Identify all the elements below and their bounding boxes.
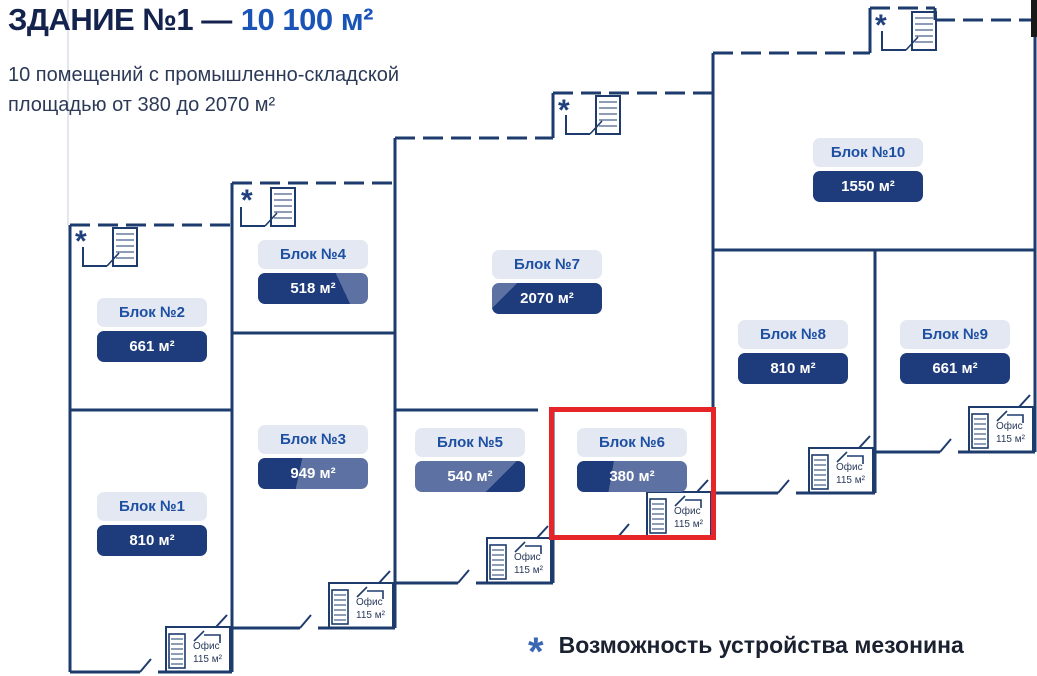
office-label-text: Офис [193, 641, 220, 652]
block-badge-2[interactable]: Блок №2 661 м² [97, 298, 207, 362]
block-name: Блок №2 [97, 298, 207, 327]
office-label-text: Офис [836, 462, 863, 473]
block-name: Блок №7 [492, 250, 602, 279]
block-area: 1550 м² [813, 171, 923, 202]
mezzanine-legend: * Возможность устройства мезонина [528, 630, 964, 674]
block-area: 380 м² [577, 461, 687, 492]
drawing-edge-mark [1031, 0, 1037, 37]
office-label-text: Офис [356, 597, 383, 608]
block-name: Блок №3 [258, 425, 368, 454]
office-label-text: Офис [674, 506, 701, 517]
entrance-unit-block10 [881, 11, 937, 51]
entrance-unit-block2 [82, 227, 138, 267]
block-badge-6[interactable]: Блок №6 380 м² [577, 428, 687, 492]
page-title-area: 10 100 м² [240, 2, 374, 37]
office-label-block3: Офис 115 м² [356, 596, 400, 622]
block-area: 810 м² [738, 353, 848, 384]
block-badge-7[interactable]: Блок №7 2070 м² [492, 250, 602, 314]
page-subtitle: 10 помещений с промышленно-складской пло… [8, 60, 399, 120]
block-name: Блок №1 [97, 492, 207, 521]
block-badge-8[interactable]: Блок №8 810 м² [738, 320, 848, 384]
mezzanine-asterisk-block4: * [241, 184, 253, 217]
door-ticks [139, 438, 952, 673]
selected-block-highlight [549, 407, 716, 540]
block-badge-3[interactable]: Блок №3 949 м² [258, 425, 368, 489]
page-title: ЗДАНИЕ №1 —10 100 м² [8, 2, 373, 38]
office-label-block5: Офис 115 м² [514, 551, 558, 577]
legend-text: Возможность устройства мезонина [558, 632, 964, 658]
block-badge-10[interactable]: Блок №10 1550 м² [813, 138, 923, 202]
mezzanine-asterisk-block2: * [75, 225, 87, 258]
office-area-text: 115 м² [674, 519, 703, 530]
block-name: Блок №10 [813, 138, 923, 167]
office-area-text: 115 м² [996, 434, 1025, 445]
block-name: Блок №9 [900, 320, 1010, 349]
page-subtitle-line1: 10 помещений с промышленно-складской [8, 64, 400, 86]
office-area-text: 115 м² [193, 654, 222, 665]
block-name: Блок №6 [577, 428, 687, 457]
block-name: Блок №4 [258, 240, 368, 269]
block-area: 661 м² [97, 331, 207, 362]
block-name: Блок №8 [738, 320, 848, 349]
block-badge-4[interactable]: Блок №4 518 м² [258, 240, 368, 304]
dashed-walls [70, 6, 1035, 227]
office-area-text: 115 м² [356, 610, 385, 621]
office-label-text: Офис [996, 421, 1023, 432]
office-area-text: 115 м² [514, 565, 543, 576]
legend-asterisk: * [528, 630, 544, 674]
office-label-block8: Офис 115 м² [836, 461, 880, 487]
office-label-text: Офис [514, 552, 541, 563]
office-label-block9: Офис 115 м² [996, 420, 1037, 446]
block-area: 518 м² [258, 273, 368, 304]
office-label-block1: Офис 115 м² [193, 640, 237, 666]
page-subtitle-line2: площадью от 380 до 2070 м² [8, 94, 276, 116]
block-name: Блок №5 [415, 428, 525, 457]
mezzanine-asterisk-block7: * [558, 94, 570, 127]
mezzanine-asterisk-block10: * [875, 9, 887, 42]
block-badge-1[interactable]: Блок №1 810 м² [97, 492, 207, 556]
page-title-building: ЗДАНИЕ №1 — [8, 2, 232, 37]
block-area: 2070 м² [492, 283, 602, 314]
block-badge-9[interactable]: Блок №9 661 м² [900, 320, 1010, 384]
block-area: 540 м² [415, 461, 525, 492]
block-badge-5[interactable]: Блок №5 540 м² [415, 428, 525, 492]
office-label-block6: Офис 115 м² [674, 505, 718, 531]
block-area: 949 м² [258, 458, 368, 489]
office-area-text: 115 м² [836, 475, 865, 486]
entrance-unit-block7 [565, 95, 621, 135]
block-area: 810 м² [97, 525, 207, 556]
block-area: 661 м² [900, 353, 1010, 384]
